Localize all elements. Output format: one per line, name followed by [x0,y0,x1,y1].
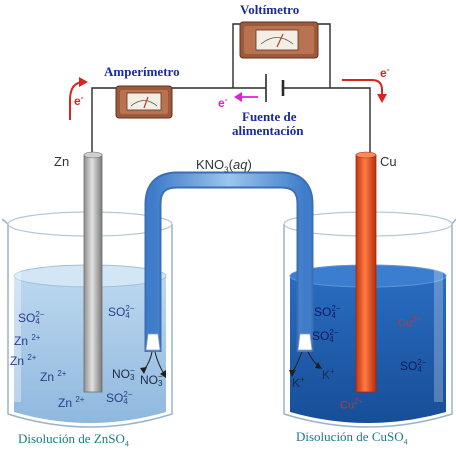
ammeter-label: Amperímetro [104,64,180,79]
ion-k-1: K+ [292,375,305,390]
ion-cu-right-1: Cu2+ [398,315,422,330]
cu-electrode [355,151,377,393]
salt-bridge [144,171,314,352]
voltmeter-label: Voltímetro [240,2,300,17]
ion-no3-1: NO−3 [112,366,135,382]
right-solution-caption: Disolución de CuSO4 [296,429,408,447]
ion-flow-arrows [140,351,322,378]
left-solution-caption: Disolución de ZnSO4 [18,431,129,449]
ion-k-2: K+ [322,367,335,382]
ion-zn-left-4: Zn 2+ [58,395,85,410]
ion-so4-left-3: SO2−4 [106,390,133,406]
ion-zn-left-3: Zn 2+ [40,369,67,384]
voltmeter-icon [239,21,319,59]
ion-so4-right-2: SO2−4 [312,328,339,344]
power-supply-label-line1: Fuente de [242,109,297,124]
ion-so4-left-2: SO2−4 [108,304,135,320]
cu-electrode-label: Cu [380,154,397,169]
ion-so4-right-3: SO2−4 [400,358,427,374]
ammeter-icon [115,85,173,119]
electron-arrow-icon [69,77,387,120]
power-supply-label-line2: alimentación [232,123,304,138]
ion-no3-2: NO−3 [140,372,163,388]
ion-cu-right-2: Cu2+ [340,397,364,412]
salt-bridge-label: KNO3(aq) [196,157,252,175]
ion-zn-left-1: Zn 2+ [14,333,41,348]
electron-label-center: e- [218,95,228,110]
zn-electrode [83,151,103,393]
ion-so4-left-1: SO2−4 [18,310,45,326]
power-supply-icon [265,74,285,102]
circuit-wires [91,23,371,155]
electron-label-right: e- [380,65,390,80]
zn-electrode-label: Zn [54,154,70,169]
electron-label-left: e- [74,93,84,108]
ion-so4-right-1: SO2−4 [314,304,341,320]
ion-zn-left-2: Zn 2+ [10,353,37,368]
